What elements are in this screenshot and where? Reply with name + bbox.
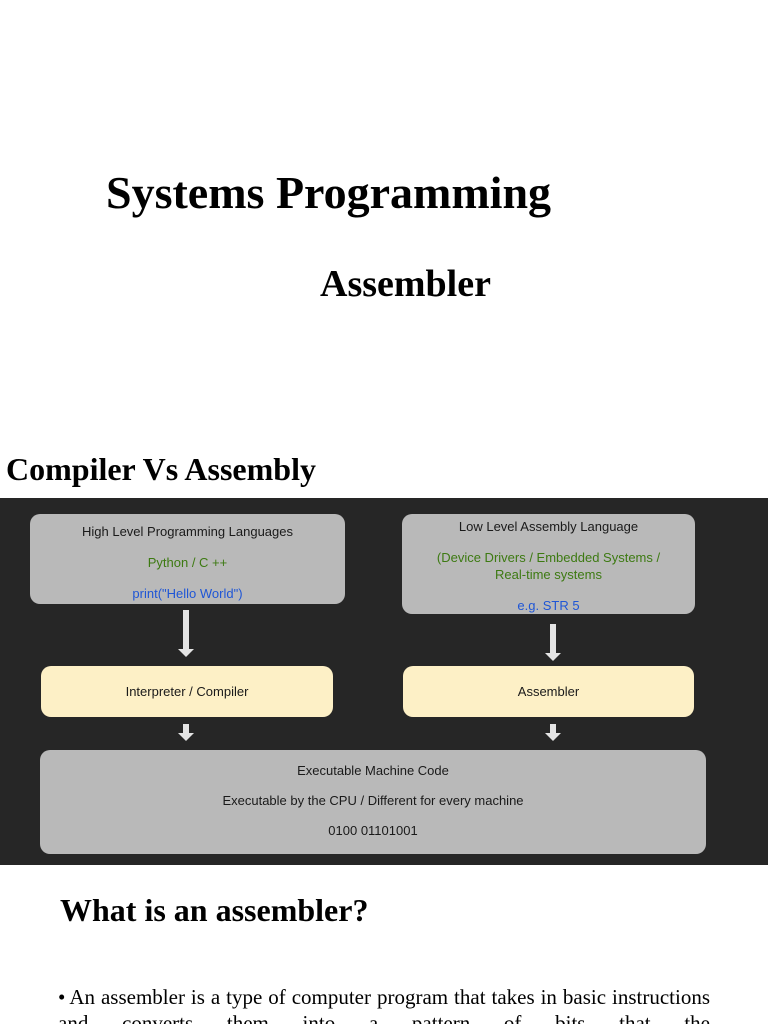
machine-code-description: Executable by the CPU / Different for ev…	[222, 792, 524, 808]
low-level-examples-line1: (Device Drivers / Embedded Systems /	[436, 549, 661, 565]
high-level-code: print("Hello World")	[132, 585, 243, 601]
high-level-examples: Python / C ++	[147, 554, 228, 570]
bullet-text: An assembler is a type of computer progr…	[58, 985, 710, 1024]
bullet-icon: •	[58, 985, 66, 1009]
document-subtitle: Assembler	[320, 263, 491, 305]
section-heading: Compiler Vs Assembly	[6, 451, 316, 487]
low-level-examples-line2: Real-time systems	[495, 566, 602, 582]
machine-code-box: Executable Machine Code Executable by th…	[40, 750, 706, 854]
low-level-assembly-box: Low Level Assembly Language (Device Driv…	[402, 514, 695, 614]
assembler-box: Assembler	[403, 666, 694, 717]
arrow-down-icon	[178, 610, 194, 657]
arrow-down-icon	[178, 724, 194, 741]
document-title: Systems Programming	[106, 167, 552, 218]
low-level-heading: Low Level Assembly Language	[458, 519, 639, 534]
arrow-down-icon	[545, 624, 561, 661]
machine-code-binary: 0100 01101001	[328, 822, 418, 838]
interpreter-compiler-box: Interpreter / Compiler	[41, 666, 333, 717]
bullet-paragraph: •An assembler is a type of computer prog…	[58, 984, 710, 1024]
low-level-code: e.g. STR 5	[517, 597, 580, 613]
question-heading: What is an assembler?	[60, 892, 369, 928]
machine-code-heading: Executable Machine Code	[297, 763, 449, 778]
arrow-down-icon	[545, 724, 561, 741]
high-level-heading: High Level Programming Languages	[81, 524, 293, 539]
high-level-languages-box: High Level Programming Languages Python …	[30, 514, 345, 604]
compiler-vs-assembly-diagram: High Level Programming Languages Python …	[0, 498, 768, 865]
